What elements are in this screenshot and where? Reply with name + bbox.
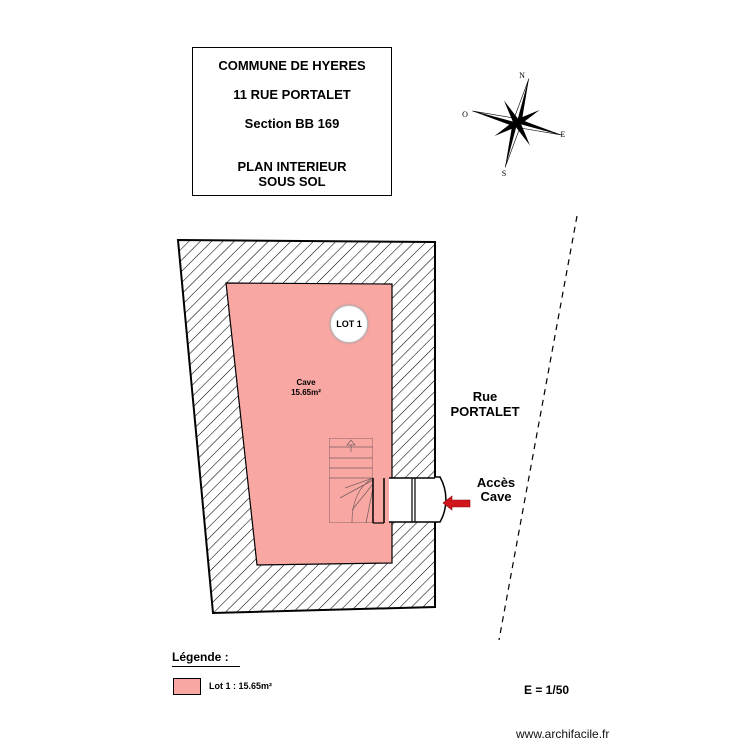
scale-label: E = 1/50 <box>524 683 570 697</box>
street-boundary-line <box>498 215 578 641</box>
door-opening <box>389 478 437 522</box>
compass-east-label: E <box>561 130 566 139</box>
commune-title: COMMUNE DE HYERES <box>218 58 366 73</box>
plan-type-title: PLAN INTERIEUR SOUS SOL <box>193 159 391 189</box>
compass-north-label: N <box>519 71 525 80</box>
compass-south-label: S <box>502 169 506 178</box>
access-label: Accès Cave <box>464 476 528 504</box>
street-label-line2: PORTALET <box>450 404 520 419</box>
street-label-line1: Rue <box>472 389 498 404</box>
watermark: www.archifacile.fr <box>516 727 610 741</box>
section-title: Section BB 169 <box>244 116 340 131</box>
staircase <box>329 438 373 523</box>
access-label-line2: Cave <box>480 489 512 504</box>
legend-swatch <box>173 678 201 695</box>
address-title: 11 RUE PORTALET <box>233 87 351 102</box>
room-label: Cave 15.65m² <box>270 378 342 398</box>
access-landing <box>435 476 447 523</box>
plan-level-line: SOUS SOL <box>258 174 326 189</box>
legend-title: Légende : <box>172 650 240 667</box>
lot-badge: LOT 1 <box>330 305 368 343</box>
compass-west-label: O <box>462 110 468 119</box>
room-area: 15.65m² <box>291 388 321 397</box>
room-cave <box>225 282 393 566</box>
plan-type-line: PLAN INTERIEUR <box>237 159 347 174</box>
title-block: COMMUNE DE HYERES 11 RUE PORTALET Sectio… <box>192 47 392 196</box>
compass-rose-icon <box>472 78 562 168</box>
access-arrow-icon <box>442 495 471 511</box>
legend-item-label: Lot 1 : 15.65m² <box>209 681 273 691</box>
street-label: Rue PORTALET <box>430 389 540 419</box>
room-name: Cave <box>296 378 316 387</box>
access-label-line1: Accès <box>476 475 516 490</box>
